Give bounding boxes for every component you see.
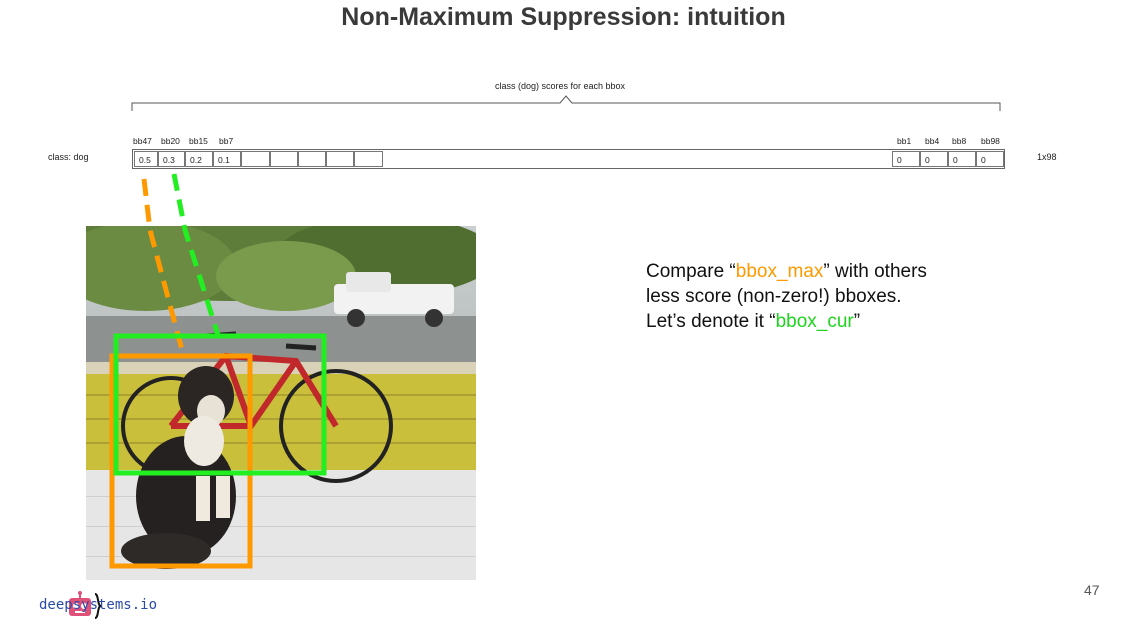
- vector-size-label: 1x98: [1037, 152, 1057, 162]
- score-cell: 0.2: [185, 151, 213, 167]
- empty-cell: [270, 151, 298, 167]
- bbox-cur-term: bbox_cur: [775, 311, 854, 332]
- header-bb8: bb8: [952, 136, 967, 146]
- bbox-max-term: bbox_max: [735, 261, 824, 282]
- score-cell: 0.1: [213, 151, 241, 167]
- score-cell: 0: [920, 151, 948, 167]
- empty-cell: [241, 151, 270, 167]
- empty-cell: [298, 151, 326, 167]
- robot-icon: [69, 591, 102, 619]
- header-bb98: bb98: [981, 136, 1000, 146]
- score-vector: 0.5 0.3 0.2 0.1 0 0 0 0: [132, 149, 1005, 169]
- score-cell: 0: [892, 151, 920, 167]
- logo-text: deepsystems.io: [39, 597, 158, 613]
- header-bb47: bb47: [133, 136, 152, 146]
- bbox-max: [109, 353, 253, 569]
- dog-bicycle-photo: [86, 226, 476, 580]
- bbox-cur: [113, 333, 327, 476]
- score-cell: 0.3: [158, 151, 185, 167]
- page-number: 47: [1084, 582, 1100, 598]
- score-cell: 0: [948, 151, 976, 167]
- brace-label: class (dog) scores for each bbox: [494, 81, 626, 91]
- score-cell: 0.5: [134, 151, 158, 167]
- slide-title: Non-Maximum Suppression: intuition: [341, 3, 786, 31]
- empty-cell: [326, 151, 354, 167]
- header-bb1: bb1: [897, 136, 912, 146]
- empty-cell: [354, 151, 383, 167]
- header-bb7: bb7: [219, 136, 234, 146]
- header-bb15: bb15: [189, 136, 208, 146]
- row-label: class: dog: [48, 152, 89, 162]
- description-text: Compare “bbox_max” with others less scor…: [646, 261, 927, 332]
- header-bb4: bb4: [925, 136, 940, 146]
- curly-brace: [131, 95, 1001, 111]
- header-bb20: bb20: [161, 136, 180, 146]
- score-cell: 0: [976, 151, 1004, 167]
